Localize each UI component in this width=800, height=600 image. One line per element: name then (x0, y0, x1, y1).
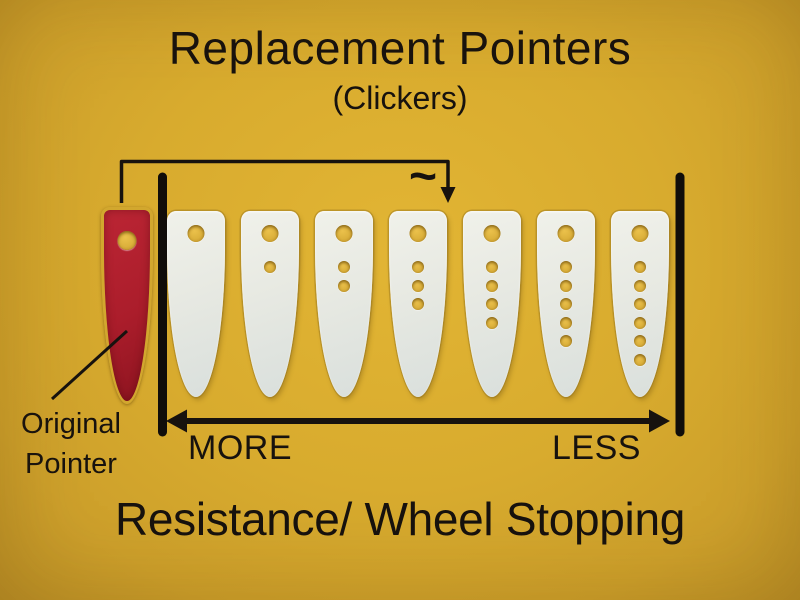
mounting-hole (631, 225, 649, 242)
replacement-pointer-4 (389, 211, 447, 397)
resistance-hole (264, 261, 276, 273)
arrowhead-right-icon (649, 409, 670, 433)
resistance-holes (463, 261, 521, 335)
mounting-hole (409, 225, 427, 242)
mounting-hole (261, 225, 279, 242)
replacement-pointer-2 (241, 211, 299, 397)
resistance-hole (560, 279, 572, 292)
resistance-hole (412, 298, 424, 310)
resistance-hole (486, 316, 498, 329)
resistance-holes (241, 261, 299, 280)
mounting-hole (117, 231, 137, 250)
resistance-hole (560, 316, 572, 329)
original-pointer (101, 207, 153, 404)
resistance-holes (537, 261, 595, 354)
original-pointer-label-line2: Pointer (25, 448, 117, 480)
resistance-hole (338, 279, 350, 292)
replacement-pointer-3 (315, 211, 373, 397)
resistance-hole (634, 316, 646, 329)
mounting-hole (187, 225, 205, 242)
less-resistance-label: LESS (552, 429, 641, 467)
arrowhead-left-icon (166, 409, 187, 433)
resistance-hole (560, 261, 572, 273)
page-title: Replacement Pointers (168, 22, 632, 74)
mounting-hole (335, 225, 353, 242)
resistance-hole (634, 261, 646, 273)
replacement-pointer-5 (463, 211, 521, 397)
mounting-hole (557, 225, 575, 242)
resistance-holes (315, 261, 373, 298)
resistance-hole (634, 335, 646, 347)
resistance-hole (634, 279, 646, 292)
resistance-hole (486, 261, 498, 273)
resistance-hole (486, 298, 498, 310)
more-resistance-label: MORE (188, 429, 292, 467)
replacement-pointer-6 (537, 211, 595, 397)
approx-tilde-symbol: ~ (408, 150, 438, 203)
replacement-pointer-7 (611, 211, 669, 397)
resistance-hole (338, 261, 350, 273)
replacement-pointer-1 (167, 211, 225, 397)
resistance-hole (560, 335, 572, 347)
resistance-hole (412, 279, 424, 292)
original-pointer-label: Original Pointer (8, 404, 134, 484)
resistance-hole (634, 353, 646, 366)
resistance-hole (634, 298, 646, 310)
page-subtitle: (Clickers) (332, 80, 468, 116)
resistance-hole (486, 279, 498, 292)
bottom-caption: Resistance/ Wheel Stopping (114, 493, 686, 545)
original-pointer-label-line1: Original (21, 408, 121, 440)
resistance-holes (611, 261, 669, 372)
resistance-hole (560, 298, 572, 310)
mounting-hole (483, 225, 501, 242)
resistance-hole (412, 261, 424, 273)
resistance-holes (389, 261, 447, 317)
